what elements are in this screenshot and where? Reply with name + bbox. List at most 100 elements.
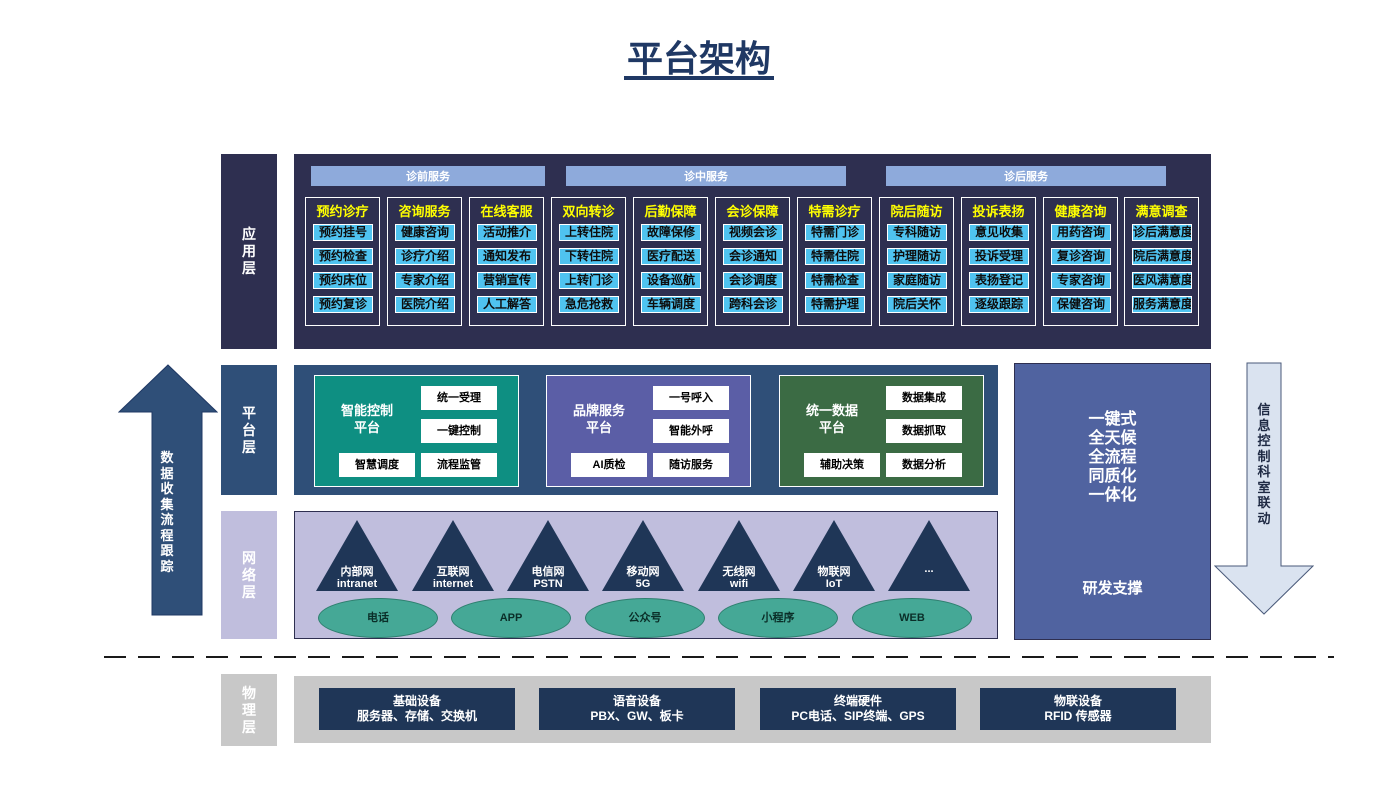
platform-function-button[interactable]: 数据集成 (886, 386, 962, 410)
phase-band-post: 诊后服务 (886, 166, 1166, 186)
network-triangle (698, 520, 780, 591)
service-item[interactable]: 预约床位 (313, 272, 373, 289)
service-item[interactable]: 预约复诊 (313, 296, 373, 313)
service-item[interactable]: 医疗配送 (641, 248, 701, 265)
network-triangles (316, 520, 970, 591)
channel-ellipse[interactable]: 小程序 (718, 598, 838, 638)
platform-function-button[interactable]: 一号呼入 (653, 386, 729, 410)
service-item[interactable]: 投诉受理 (969, 248, 1029, 265)
service-item[interactable]: 活动推介 (477, 224, 537, 241)
service-column: 院后随访专科随访护理随访家庭随访院后关怀 (879, 197, 954, 326)
platform-function-button[interactable]: 一键控制 (421, 419, 497, 443)
service-item[interactable]: 预约检查 (313, 248, 373, 265)
page-title: 平台架构 (626, 39, 771, 80)
service-item[interactable]: 健康咨询 (395, 224, 455, 241)
service-item[interactable]: 表扬登记 (969, 272, 1029, 289)
service-item[interactable]: 复诊咨询 (1051, 248, 1111, 265)
platform-function-button[interactable]: 随访服务 (653, 453, 729, 477)
platform-function-button[interactable]: 流程监管 (421, 453, 497, 477)
network-triangle (507, 520, 589, 591)
service-item[interactable]: 逐级跟踪 (969, 296, 1029, 313)
service-column-title: 咨询服务 (398, 204, 451, 219)
layer-label-app: 应用层 (221, 154, 277, 349)
service-item[interactable]: 诊后满意度 (1132, 224, 1192, 241)
platform-name: 品牌服务平台 (572, 403, 625, 435)
platform-box: 智能控制平台统一受理一键控制智慧调度流程监管 (314, 375, 519, 487)
service-item[interactable]: 跨科会诊 (723, 296, 783, 313)
channel-ellipse[interactable]: APP (451, 598, 571, 638)
service-item[interactable]: 上转住院 (559, 224, 619, 241)
device-basic: 基础设备服务器、存储、交换机 (319, 688, 515, 730)
channel-ellipse[interactable]: 公众号 (585, 598, 705, 638)
layer-label-platform: 平台层 (221, 365, 277, 495)
service-item[interactable]: 通知发布 (477, 248, 537, 265)
service-item[interactable]: 意见收集 (969, 224, 1029, 241)
service-item[interactable]: 专家介绍 (395, 272, 455, 289)
service-item[interactable]: 医风满意度 (1132, 272, 1192, 289)
platform-function-button[interactable]: 辅助决策 (804, 453, 880, 477)
service-item[interactable]: 急危抢救 (559, 296, 619, 313)
service-column-title: 在线客服 (480, 204, 533, 219)
service-item[interactable]: 上转门诊 (559, 272, 619, 289)
service-column: 特需诊疗特需门诊特需住院特需检查特需护理 (797, 197, 872, 326)
service-item[interactable]: 特需护理 (805, 296, 865, 313)
service-column-title: 院后随访 (890, 204, 943, 219)
service-column-title: 会诊保障 (726, 204, 779, 219)
info-control-label: 信息控制 科室联动 (1257, 402, 1271, 526)
service-item[interactable]: 家庭随访 (887, 272, 947, 289)
platform-function-button[interactable]: 智能外呼 (653, 419, 729, 443)
service-item[interactable]: 用药咨询 (1051, 224, 1111, 241)
service-item[interactable]: 服务满意度 (1132, 296, 1192, 313)
service-item[interactable]: 预约挂号 (313, 224, 373, 241)
service-item[interactable]: 营销宣传 (477, 272, 537, 289)
capability-list: 一键式 全天候 全流程 同质化 一体化 (1088, 411, 1137, 504)
service-column: 预约诊疗预约挂号预约检查预约床位预约复诊 (305, 197, 380, 326)
platform-function-button[interactable]: 数据抓取 (886, 419, 962, 443)
data-collection-arrow (118, 364, 218, 616)
channel-ellipse[interactable]: 电话 (318, 598, 438, 638)
service-column-title: 双向转诊 (562, 204, 615, 219)
platform-name: 统一数据平台 (805, 403, 858, 435)
service-column-title: 后勤保障 (644, 204, 697, 219)
service-column: 健康咨询用药咨询复诊咨询专家咨询保健咨询 (1043, 197, 1118, 326)
service-item[interactable]: 专家咨询 (1051, 272, 1111, 289)
network-triangle (316, 520, 398, 591)
service-item[interactable]: 特需检查 (805, 272, 865, 289)
info-control-arrow (1214, 362, 1314, 615)
service-item[interactable]: 院后满意度 (1132, 248, 1192, 265)
service-column: 满意调查诊后满意度院后满意度医风满意度服务满意度 (1124, 197, 1199, 326)
service-column: 咨询服务健康咨询诊疗介绍专家介绍医院介绍 (387, 197, 462, 326)
service-item[interactable]: 专科随访 (887, 224, 947, 241)
platform-function-button[interactable]: 智慧调度 (339, 453, 415, 477)
service-column: 后勤保障故障保修医疗配送设备巡航车辆调度 (633, 197, 708, 326)
data-collection-label: 数据收集 流程跟踪 (160, 450, 174, 574)
service-item[interactable]: 保健咨询 (1051, 296, 1111, 313)
service-item[interactable]: 故障保修 (641, 224, 701, 241)
service-item[interactable]: 下转住院 (559, 248, 619, 265)
platform-function-button[interactable]: 数据分析 (886, 453, 962, 477)
service-item[interactable]: 医院介绍 (395, 296, 455, 313)
channel-ellipse[interactable]: WEB (852, 598, 972, 638)
service-item[interactable]: 会诊通知 (723, 248, 783, 265)
service-item[interactable]: 视频会诊 (723, 224, 783, 241)
service-item[interactable]: 院后关怀 (887, 296, 947, 313)
network-label: ... (924, 563, 934, 575)
service-item[interactable]: 护理随访 (887, 248, 947, 265)
service-item[interactable]: 特需门诊 (805, 224, 865, 241)
service-item[interactable]: 车辆调度 (641, 296, 701, 313)
platform-function-button[interactable]: 统一受理 (421, 386, 497, 410)
service-item[interactable]: 会诊调度 (723, 272, 783, 289)
service-item[interactable]: 诊疗介绍 (395, 248, 455, 265)
service-item[interactable]: 人工解答 (477, 296, 537, 313)
service-item[interactable]: 特需住院 (805, 248, 865, 265)
platform-function-button[interactable]: AI质检 (571, 453, 647, 477)
service-item[interactable]: 设备巡航 (641, 272, 701, 289)
